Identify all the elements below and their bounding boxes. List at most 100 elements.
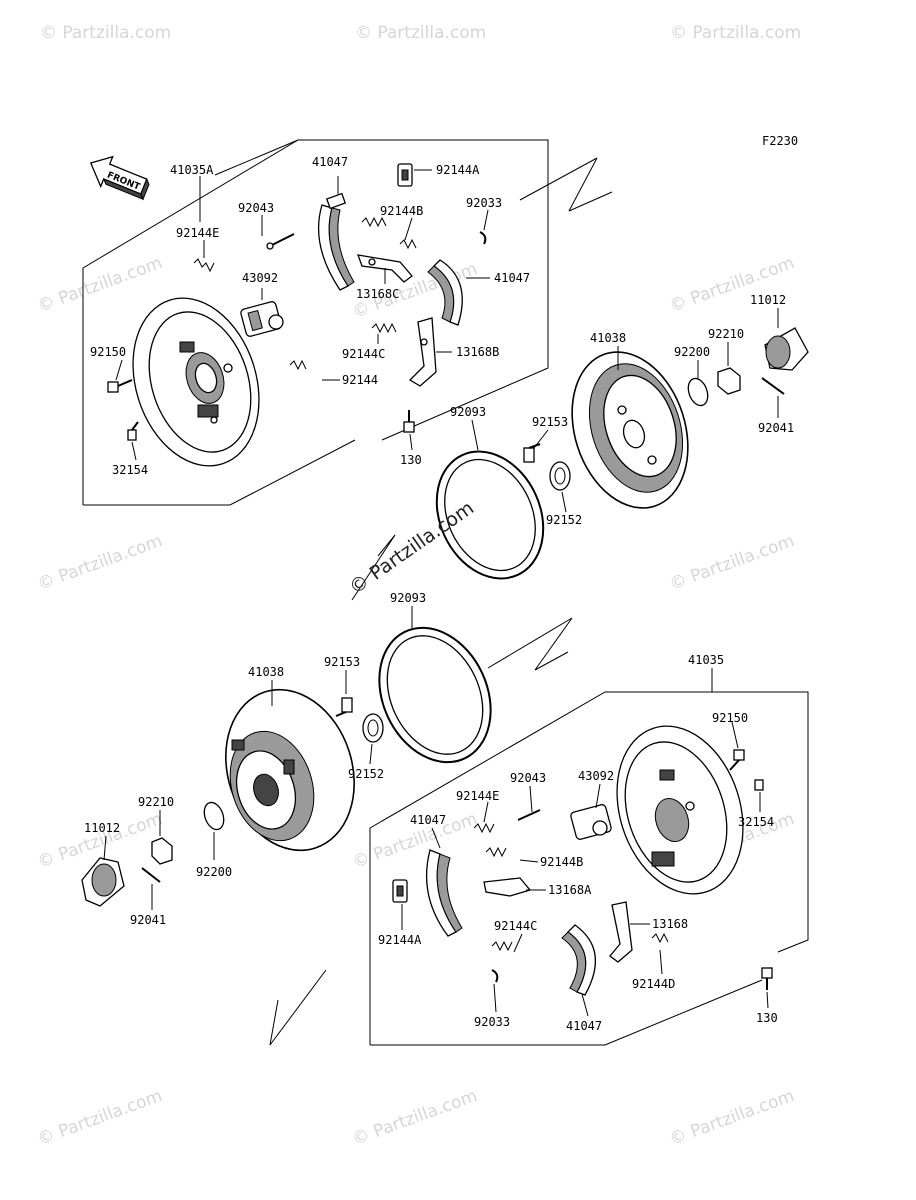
part-label: 41038 (590, 331, 626, 345)
part-label: 32154 (738, 815, 774, 829)
seal-ring-92093-upper (435, 450, 545, 580)
backing-plate-lower (616, 725, 744, 895)
watermark: © Partzilla.com (667, 531, 797, 595)
seal-92152-upper (549, 461, 571, 491)
bolt-130-lower (761, 967, 773, 990)
part-label: 92210 (708, 327, 744, 341)
part-label: 92093 (390, 591, 426, 605)
watermark: © Partzilla.com (40, 23, 171, 43)
bolt-92150-upper (107, 379, 133, 393)
part-label: 41038 (248, 665, 284, 679)
brake-shoe-upper-2 (427, 259, 463, 326)
part-label: 41047 (494, 271, 530, 285)
washer-92200-lower (203, 801, 225, 831)
brake-shoe-upper-1 (317, 192, 355, 291)
nipple-32154-upper (127, 421, 139, 441)
part-label: 92041 (130, 913, 166, 927)
part-label: 92153 (532, 415, 568, 429)
part-label: 92144C (342, 347, 385, 361)
part-label: 92093 (450, 405, 486, 419)
nut-92210-upper (717, 367, 741, 395)
backing-plate-upper (132, 297, 260, 467)
part-label: 41047 (410, 813, 446, 827)
part-label: 13168C (356, 287, 399, 301)
clip-92033-lower (491, 969, 499, 983)
brake-shoe-lower-2 (561, 924, 597, 996)
assembly-frame-lower (269, 668, 809, 1046)
clip-92144A-upper (397, 163, 413, 187)
watermark: © Partzilla.com (35, 1086, 165, 1150)
leader-lines (103, 169, 779, 1017)
watermark: © Partzilla.com (355, 23, 486, 43)
cap-11012-lower (81, 857, 125, 907)
part-label: 41035 (688, 653, 724, 667)
part-label: 92152 (348, 767, 384, 781)
spring-92144-upper (289, 359, 307, 371)
stud-92153-upper (523, 443, 541, 463)
seal-92152-lower (362, 713, 384, 743)
part-label: 92033 (466, 196, 502, 210)
divider-lines (351, 534, 573, 671)
spring-92144D (651, 932, 669, 944)
nut-92210-lower (151, 837, 173, 865)
nipple-32154-lower (754, 779, 764, 791)
clip-92033-upper (479, 231, 487, 245)
bolt-92150-lower (729, 749, 745, 771)
part-label: 92041 (758, 421, 794, 435)
assembly-frame-upper (82, 139, 613, 506)
part-label: 92200 (674, 345, 710, 359)
cap-11012-upper (764, 327, 809, 371)
washer-92200-upper (687, 377, 709, 407)
bolt-130-upper (403, 410, 415, 433)
part-label: 41047 (312, 155, 348, 169)
part-label: 92144B (380, 204, 423, 218)
seal-ring-92093-lower (378, 626, 492, 764)
spring-92144E-upper (193, 258, 215, 273)
part-label: 92033 (474, 1015, 510, 1029)
part-label: 92144E (456, 789, 499, 803)
spring-92144C-upper (371, 322, 397, 334)
lever-13168 (609, 901, 633, 963)
watermark: © Partzilla.com (667, 253, 797, 317)
part-label: 92144C (494, 919, 537, 933)
spring-92144E-lower (473, 822, 495, 834)
part-label: 130 (400, 453, 422, 467)
part-label: 92150 (90, 345, 126, 359)
pin-92043-upper (266, 233, 295, 250)
part-label: 92150 (712, 711, 748, 725)
part-label: 11012 (750, 293, 786, 307)
watermark: © Partzilla.com (350, 1086, 480, 1150)
watermark: © Partzilla.com (670, 23, 801, 43)
part-label: 43092 (242, 271, 278, 285)
figure-code: F2230 (762, 134, 798, 148)
part-label: 32154 (112, 463, 148, 477)
part-label: 13168A (548, 883, 592, 897)
cotter-pin-92041-upper (761, 377, 785, 395)
part-labels: 41035A 41047 92144A 92043 92144B 92033 9… (84, 155, 794, 1033)
wheel-cylinder-upper (240, 288, 284, 337)
part-label: 92043 (238, 201, 274, 215)
spring-92144B-lower (485, 846, 507, 858)
part-label: 41047 (566, 1019, 602, 1033)
part-label: 92144E (176, 226, 219, 240)
part-label: 92200 (196, 865, 232, 879)
part-label: 92144D (632, 977, 675, 991)
brake-shoe-lower-1 (425, 849, 463, 937)
part-label: 43092 (578, 769, 614, 783)
brake-drum-lower (225, 688, 355, 852)
pin-92043-lower (517, 809, 541, 821)
spring-92144C-lower (491, 940, 513, 952)
brake-drum-upper (571, 351, 689, 509)
lever-13168B (408, 317, 437, 387)
part-label: 130 (756, 1011, 778, 1025)
part-label: 92144A (436, 163, 480, 177)
spring-92144B-upper (361, 216, 417, 250)
part-label: 92144A (378, 933, 422, 947)
part-label: 13168 (652, 917, 688, 931)
part-label: 92210 (138, 795, 174, 809)
part-label: 92153 (324, 655, 360, 669)
part-label: 92144 (342, 373, 378, 387)
stud-92153-lower (335, 697, 353, 717)
cotter-pin-92041-lower (141, 867, 161, 883)
